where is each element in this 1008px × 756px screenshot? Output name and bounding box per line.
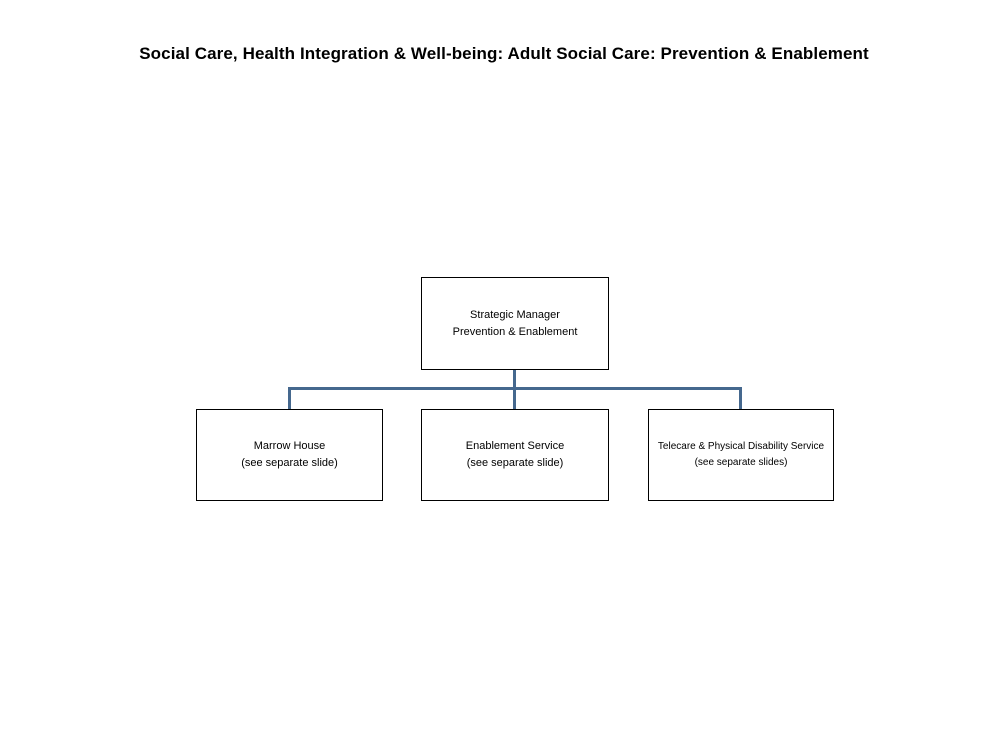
connector-root-stub — [513, 370, 516, 389]
org-box-note: (see separate slide) — [241, 457, 338, 469]
connector-drop-left — [288, 387, 291, 409]
org-box-enablement-service: Enablement Service (see separate slide) — [421, 409, 609, 501]
org-box-note: (see separate slide) — [466, 457, 564, 469]
org-box-title: Telecare & Physical Disability Service — [657, 441, 825, 452]
org-box-subtitle: Prevention & Enablement — [452, 325, 578, 338]
slide-title: Social Care, Health Integration & Well-b… — [139, 44, 869, 63]
org-box-note: (see separate slides) — [694, 457, 788, 468]
org-box-marrow-house: Marrow House (see separate slide) — [196, 409, 383, 501]
org-box-title: Marrow House — [253, 440, 326, 452]
org-box-title: Strategic Manager — [470, 308, 560, 321]
connector-drop-center — [513, 387, 516, 409]
org-box-telecare-physical-disability-service: Telecare & Physical Disability Service (… — [648, 409, 834, 501]
org-box-title: Enablement Service — [465, 440, 565, 452]
org-box-strategic-manager: Strategic Manager Prevention & Enablemen… — [421, 277, 609, 370]
connector-drop-right — [739, 387, 742, 409]
